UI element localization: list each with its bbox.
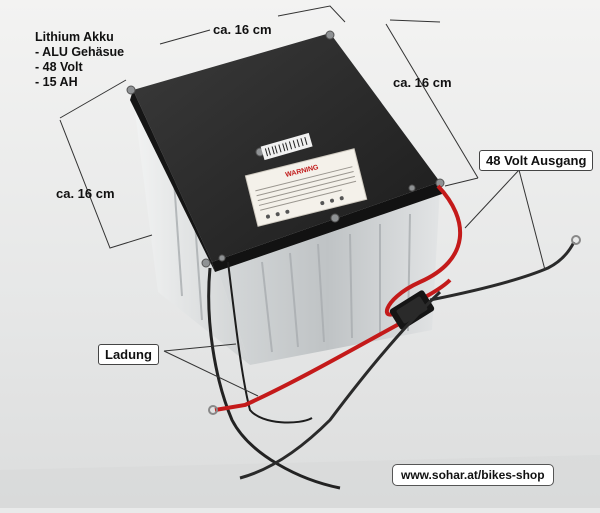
- output-terminal: [571, 235, 581, 245]
- dimension-lines: [59, 5, 479, 249]
- battery-right-side: [215, 188, 440, 365]
- warning-label: WARNING: [244, 148, 368, 227]
- callout-lines: [163, 169, 546, 397]
- barcode-sticker: [260, 132, 313, 161]
- fuse-holder: [389, 290, 435, 330]
- spec-line: - ALU Gehäsue: [35, 45, 125, 59]
- output-cable-black-lower: [239, 290, 442, 480]
- lid-edge-left: [130, 90, 215, 272]
- output-label: 48 Volt Ausgang: [479, 150, 594, 171]
- lid-edge-front: [212, 182, 442, 272]
- website-link[interactable]: www.sohar.at/bikes-shop: [392, 464, 554, 486]
- dimension-right-label: ca. 16 cm: [393, 75, 452, 90]
- ring-terminal: [208, 405, 218, 415]
- dimension-left-label: ca. 16 cm: [56, 186, 115, 201]
- output-cable-red: [214, 316, 411, 412]
- charging-label: Ladung: [98, 344, 159, 365]
- spec-line: - 15 AH: [35, 75, 78, 89]
- spec-line: - 48 Volt: [35, 60, 83, 74]
- output-cable-black: [429, 241, 576, 302]
- charge-cable-black: [207, 267, 341, 490]
- dimension-top-label: ca. 16 cm: [213, 22, 272, 37]
- battery-specs: Lithium Akku - ALU Gehäsue - 48 Volt - 1…: [35, 30, 124, 90]
- spec-line: Lithium Akku: [35, 30, 114, 44]
